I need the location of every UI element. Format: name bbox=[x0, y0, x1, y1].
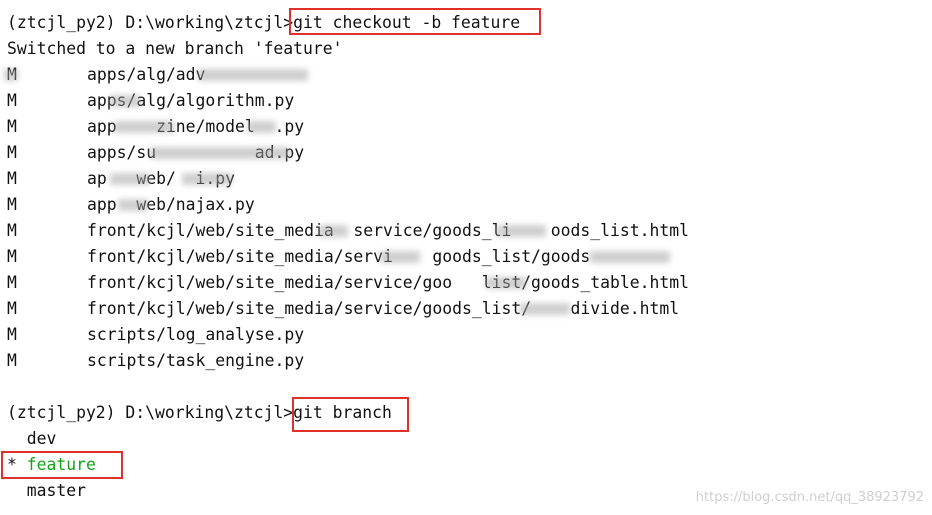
obscured-region bbox=[4, 69, 18, 81]
obscured-region bbox=[380, 251, 420, 263]
command-text: git checkout -b feature bbox=[293, 13, 521, 32]
file-status: M bbox=[7, 117, 17, 136]
obscured-region bbox=[486, 277, 526, 289]
branch-name: dev bbox=[26, 429, 57, 448]
highlight-box-branch-command bbox=[292, 397, 409, 432]
prompt: (ztcjl_py2) D:\working\ztcjl> bbox=[7, 403, 294, 422]
file-status: M bbox=[7, 143, 17, 162]
obscured-region bbox=[150, 147, 290, 159]
file-status: M bbox=[7, 91, 17, 110]
checkout-output: Switched to a new branch 'feature' bbox=[7, 39, 343, 58]
branch-marker: * bbox=[7, 455, 17, 474]
branch-marker bbox=[7, 429, 17, 448]
file-path: app zine/model .py bbox=[87, 117, 305, 136]
file-status: M bbox=[7, 62, 87, 88]
watermark: https://blog.csdn.net/qq_38923792 bbox=[695, 490, 924, 505]
file-status: M bbox=[7, 247, 17, 266]
obscured-region bbox=[110, 173, 150, 185]
command-text: git branch bbox=[293, 403, 392, 422]
file-path: app web/najax.py bbox=[87, 195, 255, 214]
file-path: front/kcjl/web/site_media/servi goods_li… bbox=[87, 247, 591, 266]
file-path: apps/alg/adv bbox=[87, 65, 206, 84]
file-status: M bbox=[7, 325, 17, 344]
obscured-region bbox=[110, 95, 140, 107]
branch-marker bbox=[7, 481, 17, 500]
file-status: M bbox=[7, 299, 17, 318]
obscured-region bbox=[496, 225, 546, 237]
file-status: M bbox=[7, 221, 17, 240]
command-line-checkout: (ztcjl_py2) D:\working\ztcjl>git checkou… bbox=[7, 10, 520, 36]
branch-name: master bbox=[26, 481, 86, 500]
obscured-region bbox=[520, 303, 570, 315]
branch-row-current: * feature bbox=[7, 452, 96, 478]
branch-name-current: feature bbox=[26, 455, 96, 474]
obscured-region bbox=[248, 121, 276, 133]
file-path: front/kcjl/web/site_media/service/goods_… bbox=[87, 299, 680, 318]
file-status: M bbox=[7, 195, 17, 214]
file-status: M bbox=[7, 273, 17, 292]
file-path: scripts/log_analyse.py bbox=[87, 325, 305, 344]
obscured-region bbox=[590, 251, 670, 263]
branch-row: master bbox=[7, 478, 86, 504]
branch-row: dev bbox=[7, 426, 57, 452]
obscured-region bbox=[182, 173, 232, 185]
obscured-region bbox=[118, 199, 148, 211]
obscured-region bbox=[198, 69, 308, 81]
obscured-region bbox=[318, 225, 348, 237]
obscured-region bbox=[114, 121, 174, 133]
file-status: M bbox=[7, 351, 17, 370]
prompt: (ztcjl_py2) D:\working\ztcjl> bbox=[7, 13, 294, 32]
highlight-box-current-branch bbox=[1, 451, 123, 479]
highlight-box-checkout-command bbox=[289, 8, 541, 35]
command-line-branch: (ztcjl_py2) D:\working\ztcjl>git branch bbox=[7, 400, 392, 426]
file-path: front/kcjl/web/site_media service/goods_… bbox=[87, 221, 689, 240]
file-path: scripts/task_engine.py bbox=[87, 351, 305, 370]
file-path: front/kcjl/web/site_media/service/goo li… bbox=[87, 273, 689, 292]
file-status: M bbox=[7, 169, 17, 188]
